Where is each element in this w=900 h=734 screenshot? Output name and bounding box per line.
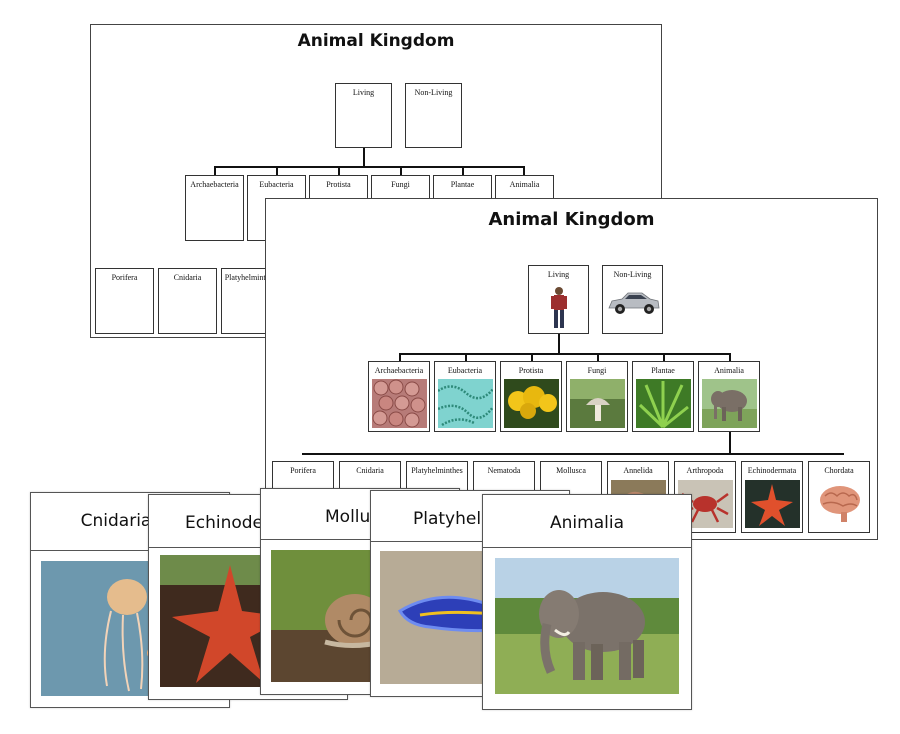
front-connector [399,353,401,362]
back-box-archaebacteria: Archaebacteria [185,175,244,241]
elephant-image [495,558,679,694]
back-connector [276,166,278,175]
eubacteria-image [438,379,493,428]
fungi-image [570,379,625,428]
front-box-non-living: Non-Living [602,265,663,334]
plantae-image [636,379,691,428]
back-connector [400,166,402,175]
back-connector [523,166,525,175]
back-connector [214,166,524,168]
front-connector [663,353,665,362]
front-box-chordata: Chordata [808,461,870,533]
back-connector [214,166,216,175]
chordata-image [813,482,867,526]
back-box-cnidaria: Cnidaria [158,268,217,334]
car-image [606,290,661,316]
front-box-eubacteria: Eubacteria [434,361,496,432]
front-connector [465,353,467,362]
front-connector [302,453,844,455]
front-connector [399,353,730,355]
echinodermata-small-image [745,480,800,528]
protista-image [504,379,559,428]
front-box-protista: Protista [500,361,562,432]
back-connector [338,166,340,175]
back-box-living: Living [335,83,392,148]
front-connector [558,334,560,354]
front-box-animalia: Animalia [698,361,760,432]
back-box-porifera: Porifera [95,268,154,334]
front-chart-title: Animal Kingdom [488,209,655,230]
front-connector [729,353,731,362]
front-box-living: Living [528,265,589,334]
front-box-plantae: Plantae [632,361,694,432]
front-connector [597,353,599,362]
front-connector [531,353,533,362]
front-connector [729,432,731,454]
animalia-small-image [702,379,757,428]
archaebacteria-image [372,379,427,428]
front-box-fungi: Fungi [566,361,628,432]
back-chart-title: Animal Kingdom [297,31,455,51]
back-connector [363,148,365,167]
back-box-non-living: Non-Living [405,83,462,148]
person-image [549,286,569,330]
front-chart-sheet: Animal Kingdom Living Non-Living [265,198,878,540]
card-animalia: Animalia [482,494,692,710]
front-box-echinodermata: Echinodermata [741,461,803,533]
front-box-archaebacteria: Archaebacteria [368,361,430,432]
back-connector [462,166,464,175]
back-chart-sheet: Animal Kingdom Living Non-Living Archaeb… [90,24,662,338]
